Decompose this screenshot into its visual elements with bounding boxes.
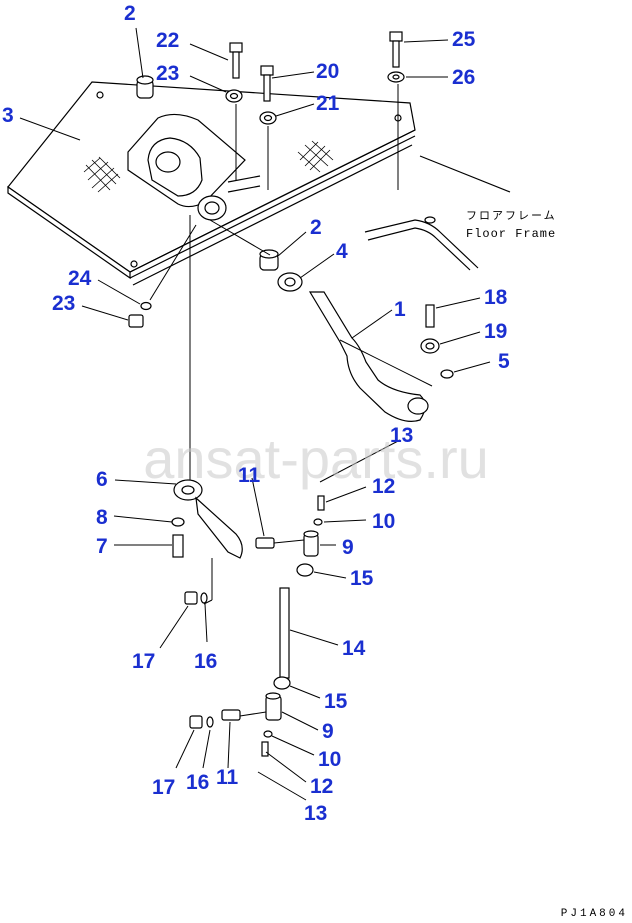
callout-9-top: 9 xyxy=(342,536,354,559)
callout-3: 3 xyxy=(2,104,14,127)
callout-2-top: 2 xyxy=(124,2,136,25)
callout-1: 1 xyxy=(394,298,406,321)
callout-11-top: 11 xyxy=(238,464,261,487)
drawing-code: PJ1A804 xyxy=(561,908,628,920)
grille-left xyxy=(83,156,121,193)
watermark: ansat-parts.ru xyxy=(143,427,489,490)
callout-16-top: 16 xyxy=(194,650,217,673)
floor-frame-label-en: Floor Frame xyxy=(466,227,556,241)
assembly-lines xyxy=(149,84,433,717)
nut-19 xyxy=(420,338,440,354)
pin-12a xyxy=(317,495,325,511)
nut-23b xyxy=(128,314,144,328)
bolt-25 xyxy=(389,31,403,68)
callout-4: 4 xyxy=(336,240,348,263)
floor-frame xyxy=(364,155,511,271)
callout-12-top: 12 xyxy=(372,475,395,498)
grille-right xyxy=(297,140,334,173)
bushing-2a xyxy=(136,75,154,99)
callout-17-top: 17 xyxy=(132,650,155,673)
bolt-7 xyxy=(172,534,184,558)
stud-18 xyxy=(425,304,435,328)
grease-10b xyxy=(263,730,273,738)
leader-lines xyxy=(19,27,491,801)
nut-15a xyxy=(296,563,314,577)
sleeve-9b xyxy=(265,692,282,721)
nut-21 xyxy=(259,111,277,125)
callout-2-mid: 2 xyxy=(310,216,322,239)
callout-13-low: 13 xyxy=(304,802,327,825)
callout-25: 25 xyxy=(452,28,476,51)
pedal-1 xyxy=(308,291,429,422)
callout-10-low: 10 xyxy=(318,748,341,771)
nut-23 xyxy=(225,89,243,103)
callout-24: 24 xyxy=(68,267,92,290)
callout-8: 8 xyxy=(96,506,108,529)
rod-end-11b xyxy=(221,709,241,721)
floor-frame-label-jp: フロアフレーム xyxy=(466,209,557,222)
callouts: 2 22 23 20 21 25 26 3 2 4 24 23 1 18 19 … xyxy=(2,2,510,825)
callout-18: 18 xyxy=(484,286,508,309)
grease-10a xyxy=(313,518,323,526)
callout-9-low: 9 xyxy=(322,720,334,743)
callout-20: 20 xyxy=(316,60,339,83)
callout-13-top: 13 xyxy=(390,424,413,447)
callout-11-low: 11 xyxy=(216,766,239,789)
bolt-20 xyxy=(260,65,274,102)
callout-23-low: 23 xyxy=(52,292,75,315)
callout-7: 7 xyxy=(96,535,108,558)
pedal-bracket xyxy=(127,113,261,221)
pin-12b xyxy=(261,741,269,757)
washer-26 xyxy=(387,71,405,83)
washer-16b xyxy=(206,716,214,728)
callout-19: 19 xyxy=(484,320,507,343)
sleeve-9a xyxy=(303,530,319,557)
lever-6 xyxy=(173,479,243,559)
callout-5: 5 xyxy=(498,350,510,373)
callout-15-top: 15 xyxy=(350,567,374,590)
callout-23-top: 23 xyxy=(156,62,179,85)
callout-26: 26 xyxy=(452,66,475,89)
pin-5 xyxy=(440,369,454,379)
bushing-2b xyxy=(259,249,279,271)
callout-15-low: 15 xyxy=(324,690,348,713)
washer-16a xyxy=(200,592,208,604)
nut-15b xyxy=(273,676,291,690)
callout-10-top: 10 xyxy=(372,510,395,533)
callout-17-low: 17 xyxy=(152,776,175,799)
washer-24 xyxy=(140,301,152,311)
washer-4 xyxy=(277,272,303,292)
callout-16-low: 16 xyxy=(186,771,209,794)
callout-21: 21 xyxy=(316,92,340,115)
rod-end-11a xyxy=(255,537,275,549)
callout-14: 14 xyxy=(342,637,366,660)
nut-17b xyxy=(189,715,203,729)
nut-17a xyxy=(184,591,198,605)
bolt-22 xyxy=(229,42,243,79)
callout-22: 22 xyxy=(156,29,179,52)
callout-6: 6 xyxy=(96,468,108,491)
washer-8 xyxy=(171,517,185,527)
callout-12-low: 12 xyxy=(310,775,333,798)
rod-14 xyxy=(279,587,290,679)
